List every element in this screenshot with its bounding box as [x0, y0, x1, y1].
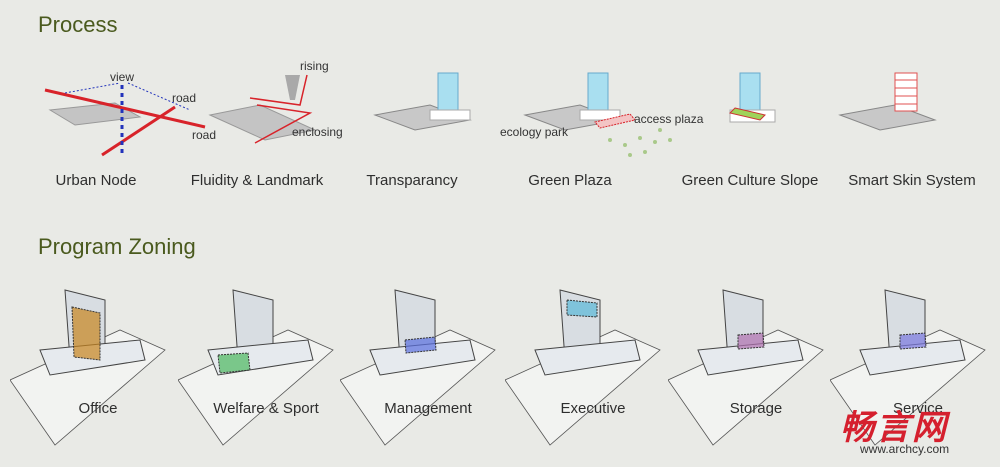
caption-smart-skin-system: Smart Skin System: [848, 172, 976, 189]
zone-highlight-executive: [566, 299, 598, 318]
watermark-logo: 畅言网: [840, 409, 948, 447]
zone-highlight-storage: [737, 332, 765, 350]
zoning-diagram-office: [10, 289, 166, 446]
label-enclosing: enclosing: [292, 125, 343, 139]
label-road-2: road: [192, 128, 217, 142]
watermark-url: www.archcy.com: [860, 442, 950, 456]
caption-office: Office: [78, 400, 118, 417]
caption-green-culture-slope: Green Culture Slope: [681, 172, 819, 189]
zone-highlight-office: [71, 306, 101, 361]
green-plaza-diagram: [523, 72, 672, 157]
smart-skin-diagram: [838, 72, 937, 131]
label-rising: rising: [300, 59, 329, 73]
urban-node-diagram: [44, 82, 206, 157]
zone-highlight-service: [899, 332, 927, 350]
label-access-plaza: access plaza: [634, 112, 704, 126]
zoning-diagram-management: [340, 289, 496, 446]
caption-fluidity-landmark: Fluidity & Landmark: [190, 172, 324, 189]
caption-storage: Storage: [729, 400, 783, 417]
caption-urban-node: Urban Node: [55, 172, 137, 189]
fluidity-diagram: [208, 74, 317, 144]
watermark: 畅言网 www.archcy.com: [820, 400, 1000, 460]
caption-welfare-sport: Welfare & Sport: [213, 400, 319, 417]
label-view: view: [110, 70, 135, 84]
zoning-diagram-executive: [505, 289, 661, 446]
green-culture-slope-diagram: [729, 72, 776, 123]
transparancy-diagram: [373, 72, 472, 131]
program-zoning-title: Program Zoning: [38, 234, 196, 259]
caption-management: Management: [384, 400, 472, 417]
process-title: Process: [38, 12, 118, 37]
caption-transparancy: Transparancy: [366, 172, 458, 189]
zone-highlight-welfare-sport: [217, 352, 251, 374]
caption-green-plaza: Green Plaza: [528, 172, 612, 189]
zoning-diagram-storage: [668, 289, 824, 446]
caption-service: Service: [892, 400, 944, 417]
label-ecology-park: ecology park: [500, 125, 569, 139]
zone-highlight-management: [404, 336, 437, 354]
label-road-1: road: [172, 91, 197, 105]
zoning-diagram-service: [830, 289, 986, 446]
caption-executive: Executive: [560, 400, 626, 417]
zoning-diagram-welfare-sport: [178, 289, 334, 446]
